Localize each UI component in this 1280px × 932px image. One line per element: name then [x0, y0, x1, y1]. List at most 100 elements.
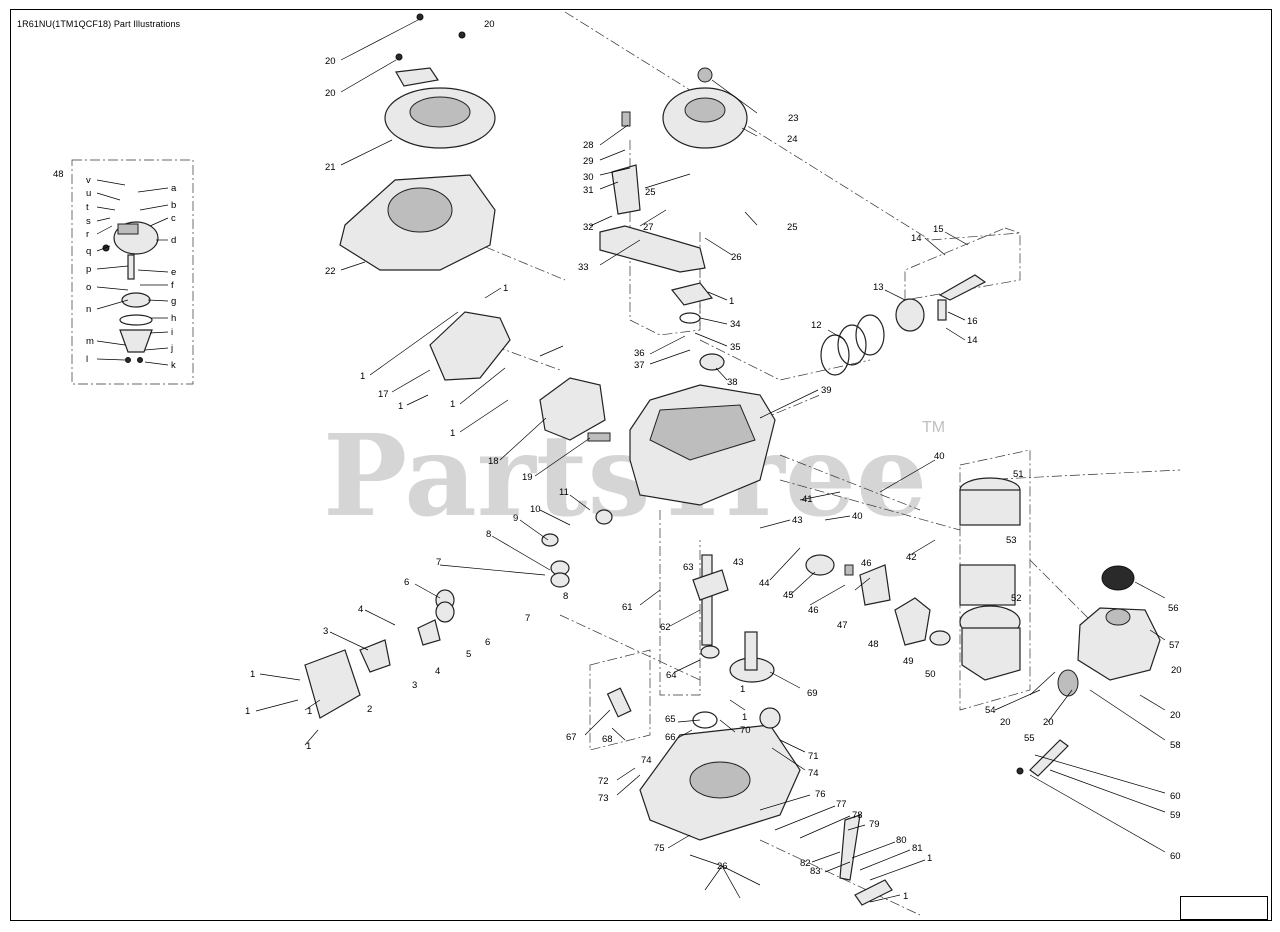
callout-label: 64 — [666, 670, 677, 681]
inset-letter: f — [171, 280, 174, 291]
callout-label: 38 — [727, 377, 738, 388]
inset-letter: o — [86, 282, 91, 293]
callout-label: 15 — [933, 224, 944, 235]
callout-label: 71 — [808, 751, 819, 762]
callout-label: 31 — [583, 185, 594, 196]
callout-label: 35 — [730, 342, 741, 353]
callout-label: 62 — [660, 622, 671, 633]
trademark-text: TM — [922, 419, 945, 436]
callout-label: 78 — [852, 810, 863, 821]
callout-label: 43 — [792, 515, 803, 526]
callout-label: 7 — [525, 613, 530, 624]
inset-letter: j — [170, 343, 173, 354]
callout-label: 1 — [503, 283, 508, 294]
callout-label: 20 — [325, 88, 336, 99]
carburetor-inset — [71, 159, 194, 385]
callout-label: 60 — [1170, 851, 1181, 862]
callout-label: 8 — [486, 529, 491, 540]
callout-label: 56 — [1168, 603, 1179, 614]
callout-label: 76 — [815, 789, 826, 800]
callout-label: 14 — [911, 233, 922, 244]
inset-letter: s — [86, 216, 91, 227]
callout-label: 77 — [836, 799, 847, 810]
callout-label: 4 — [358, 604, 363, 615]
callout-label: 40 — [852, 511, 863, 522]
inset-letter: a — [171, 183, 177, 194]
callout-label: 75 — [654, 843, 665, 854]
inset-letter: v — [86, 175, 91, 186]
callout-label: 34 — [730, 319, 741, 330]
callout-label: 1 — [307, 706, 312, 717]
callout-label: 53 — [1006, 535, 1017, 546]
inset-letter: q — [86, 246, 91, 257]
page-title: 1R61NU(1TM1QCF18) Part Illustrations — [17, 19, 181, 29]
callout-label: 42 — [906, 552, 917, 563]
callout-label: 20 — [484, 19, 495, 30]
callout-label: 83 — [810, 866, 821, 877]
callout-label: 45 — [783, 590, 794, 601]
title-block — [1180, 896, 1268, 920]
inset-letter: i — [171, 327, 173, 338]
callout-label: 68 — [602, 734, 613, 745]
callout-label: 39 — [821, 385, 832, 396]
callout-label: 61 — [622, 602, 633, 613]
callout-label: 69 — [807, 688, 818, 699]
callout-label: 46 — [861, 558, 872, 569]
callout-label: 2 — [367, 704, 372, 715]
callout-label: 37 — [634, 360, 645, 371]
callout-label: 79 — [869, 819, 880, 830]
callout-label: 63 — [683, 562, 694, 573]
inset-letter: k — [171, 360, 176, 371]
callout-label: 20 — [325, 56, 336, 67]
callout-label: 47 — [837, 620, 848, 631]
callout-label: 1 — [245, 706, 250, 717]
callout-label: 40 — [934, 451, 945, 462]
inset-letter: u — [86, 188, 91, 199]
inset-letter: p — [86, 264, 91, 275]
callout-label: 55 — [1024, 733, 1035, 744]
callout-label: 82 — [800, 858, 811, 869]
inset-letter: l — [86, 354, 88, 365]
inset-letter: g — [171, 296, 176, 307]
callout-label: 23 — [788, 113, 799, 124]
callout-label: 1 — [729, 296, 734, 307]
inset-letter: n — [86, 304, 91, 315]
callout-label: 17 — [378, 389, 389, 400]
callout-label: 57 — [1169, 640, 1180, 651]
callout-label: 13 — [873, 282, 884, 293]
inset-letter: b — [171, 200, 176, 211]
callout-label: 11 — [559, 487, 569, 498]
inset-letter: r — [86, 229, 89, 240]
callout-label: 54 — [985, 705, 996, 716]
callout-label: 8 — [563, 591, 568, 602]
callout-label: 1 — [742, 712, 747, 723]
callout-label: 6 — [485, 637, 490, 648]
callout-label: 1 — [903, 891, 908, 902]
callout-label: 72 — [598, 776, 609, 787]
callout-label: 29 — [583, 156, 594, 167]
callout-label: 7 — [436, 557, 441, 568]
callout-label: 1 — [740, 684, 745, 695]
callout-label: 20 — [1000, 717, 1011, 728]
callout-label: 1 — [360, 371, 365, 382]
callout-label: 14 — [967, 335, 978, 346]
callout-label: 51 — [1013, 469, 1024, 480]
callout-label: 12 — [811, 320, 822, 331]
part-illustrations — [304, 13, 1161, 906]
callout-label: 52 — [1011, 593, 1022, 604]
callout-label: 21 — [325, 162, 336, 173]
callout-label: 1 — [250, 669, 255, 680]
callout-label: 26 — [731, 252, 742, 263]
callout-label: 59 — [1170, 810, 1181, 821]
callout-label: 49 — [903, 656, 914, 667]
callout-label: 16 — [967, 316, 978, 327]
callout-label: 1 — [398, 401, 403, 412]
callout-label: 30 — [583, 172, 594, 183]
callout-label: 50 — [925, 669, 936, 680]
callout-label: 9 — [513, 513, 518, 524]
callout-label: 44 — [759, 578, 770, 589]
drawing-border — [10, 9, 1272, 921]
callout-label: 43 — [733, 557, 744, 568]
callout-label: 5 — [466, 649, 471, 660]
